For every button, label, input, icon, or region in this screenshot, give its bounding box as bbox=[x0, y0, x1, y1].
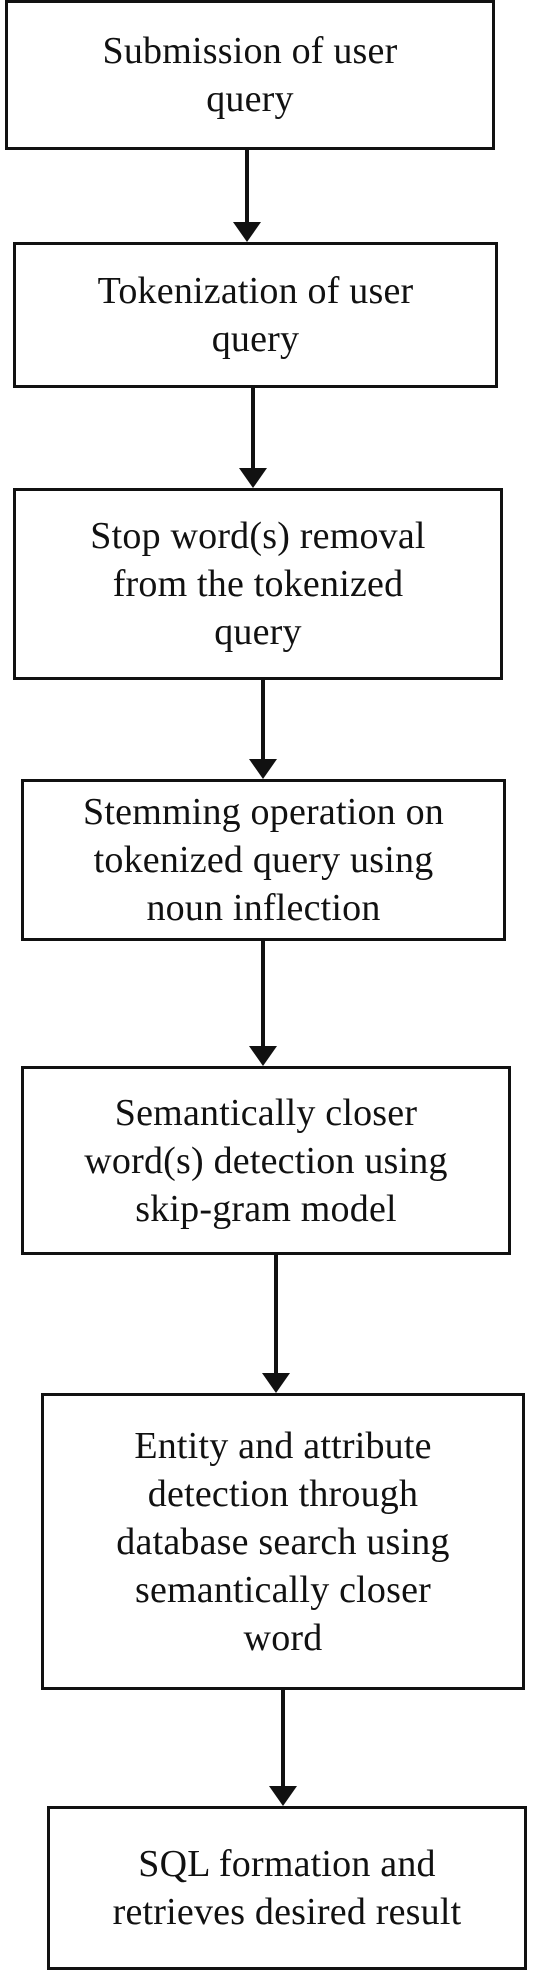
step-stopword-removal-label: Stop word(s) removal from the tokenized … bbox=[90, 515, 426, 653]
arrow-down-icon bbox=[269, 1786, 297, 1806]
arrow-down-icon bbox=[239, 468, 267, 488]
step-tokenization-label: Tokenization of user query bbox=[97, 270, 414, 360]
step-sql-formation-label: SQL formation and retrieves desired resu… bbox=[112, 1843, 462, 1933]
step-stopword-removal-box: Stop word(s) removal from the tokenized … bbox=[13, 488, 503, 680]
step-sql-formation-box: SQL formation and retrieves desired resu… bbox=[47, 1806, 527, 1970]
arrow-down-icon bbox=[233, 222, 261, 242]
step-submission-box: Submission of user query bbox=[5, 0, 495, 150]
step-semantic-detection-box: Semantically closer word(s) detection us… bbox=[21, 1066, 511, 1255]
arrow-down-icon bbox=[262, 1373, 290, 1393]
arrow-4-to-5 bbox=[249, 941, 277, 1066]
step-stemming-label: Stemming operation on tokenized query us… bbox=[83, 791, 444, 929]
arrow-3-to-4 bbox=[249, 680, 277, 779]
step-semantic-detection-label: Semantically closer word(s) detection us… bbox=[84, 1091, 448, 1230]
arrow-1-to-2 bbox=[233, 150, 261, 242]
arrow-2-to-3 bbox=[239, 388, 267, 488]
arrow-down-icon bbox=[249, 1046, 277, 1066]
arrow-down-icon bbox=[249, 759, 277, 779]
arrow-5-to-6 bbox=[262, 1255, 290, 1393]
step-entity-attribute-detection-box: Entity and attribute detection through d… bbox=[41, 1393, 525, 1690]
step-entity-attribute-detection-label: Entity and attribute detection through d… bbox=[116, 1424, 450, 1659]
step-submission-label: Submission of user query bbox=[102, 30, 398, 120]
step-stemming-box: Stemming operation on tokenized query us… bbox=[21, 779, 506, 941]
arrow-6-to-7 bbox=[269, 1690, 297, 1806]
step-tokenization-box: Tokenization of user query bbox=[13, 242, 498, 388]
